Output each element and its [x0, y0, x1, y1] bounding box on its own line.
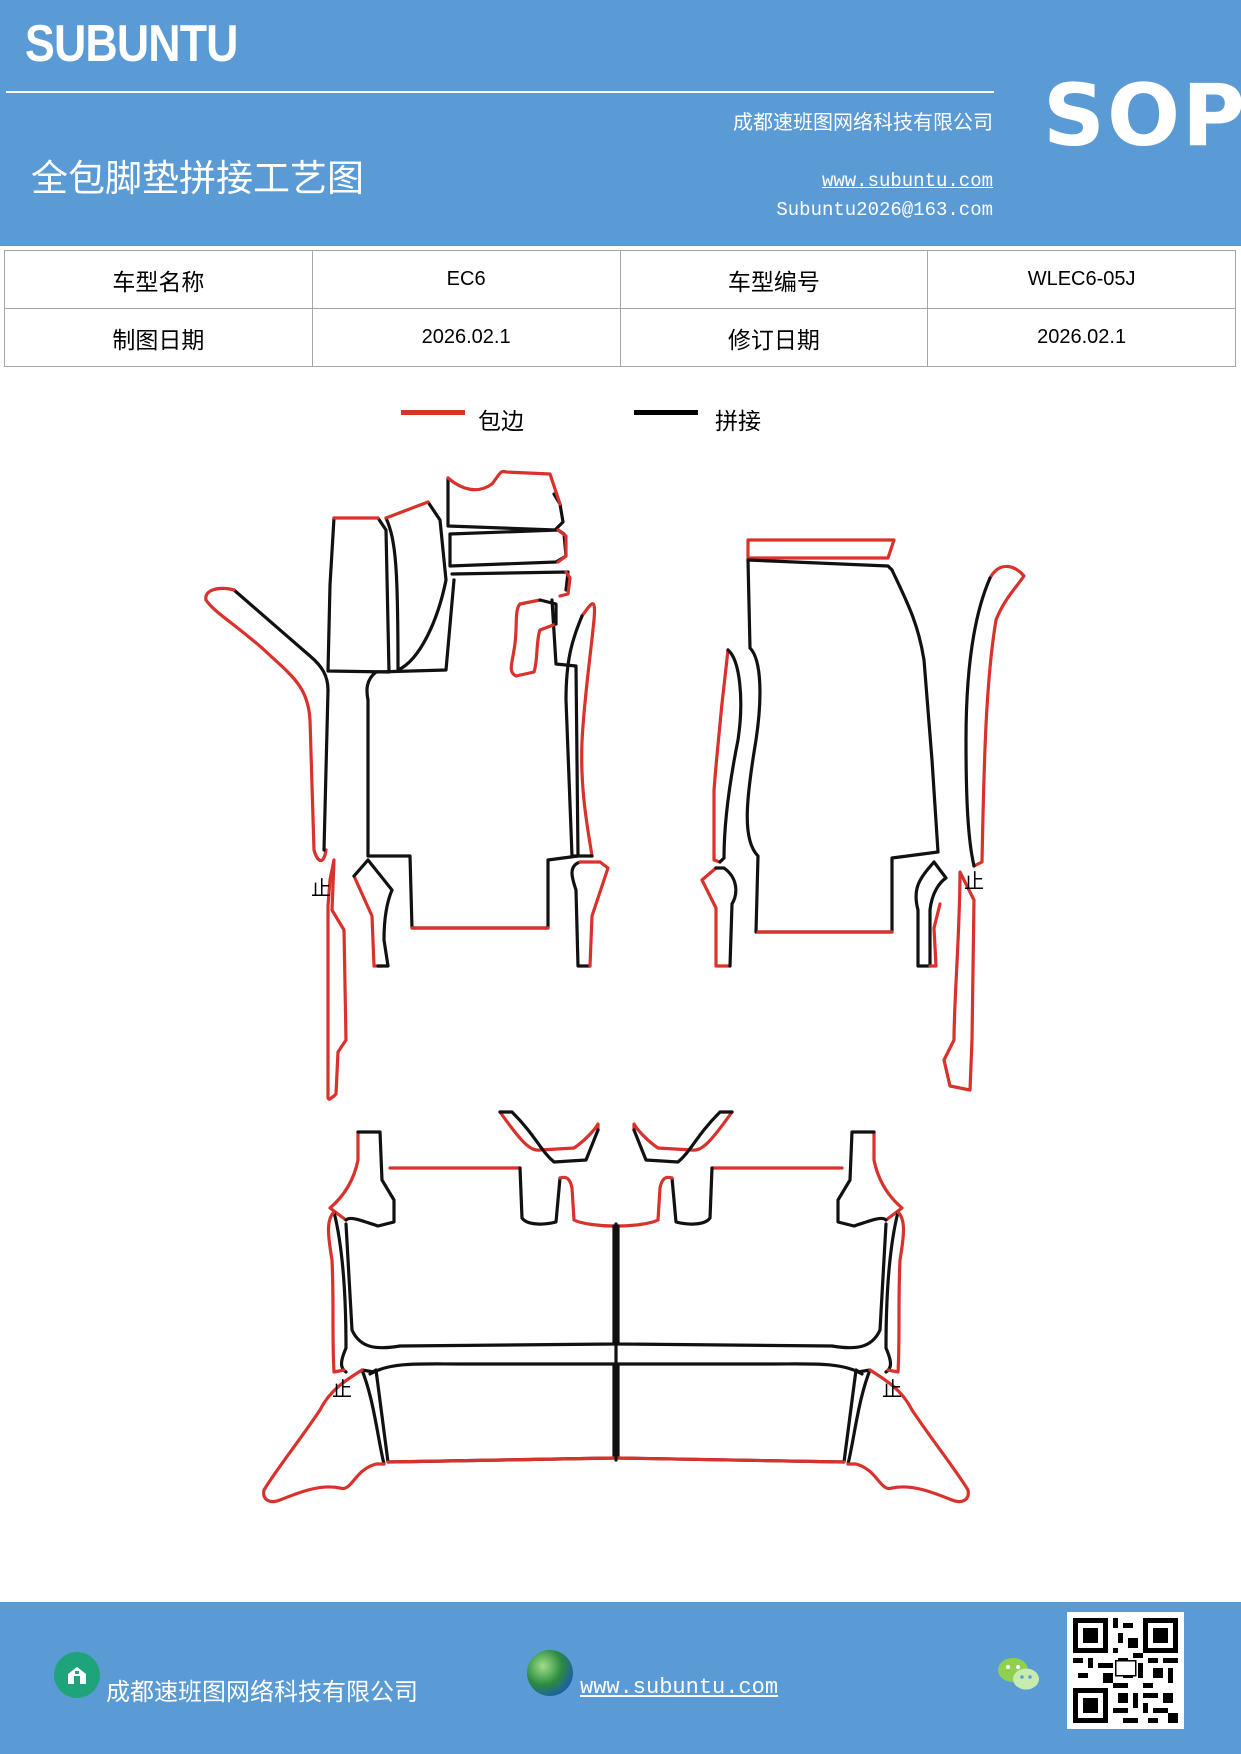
vehicle-info-table: 车型名称 EC6 车型编号 WLEC6-05J 制图日期 2026.02.1 修…: [4, 250, 1236, 367]
building-icon: [54, 1652, 100, 1698]
mat-seam: [232, 588, 330, 692]
company-name: 成都速班图网络科技有限公司: [733, 110, 993, 134]
qr-code: [1067, 1612, 1184, 1729]
front-left-mat-group: 止: [204, 469, 610, 1101]
legend-swatch-seam: [634, 410, 698, 415]
mat-seam: [714, 866, 738, 968]
footer-company-name: 成都速班图网络科技有限公司: [106, 1678, 418, 1706]
brand-logo: SUBUNTU: [25, 15, 238, 73]
mat-edge: [204, 586, 328, 863]
mat-seam: [884, 1210, 900, 1374]
mat-edge: [352, 874, 384, 968]
mat-piece: [365, 578, 580, 930]
mat-edge: [872, 1130, 904, 1222]
mat-seam: [846, 1368, 872, 1466]
mat-edge: [326, 1210, 346, 1374]
mat-seam: [914, 860, 948, 968]
mat-seam: [632, 1110, 734, 1164]
mat-seam: [836, 1130, 888, 1228]
legend: 包边 拼接: [0, 400, 1241, 440]
table-cell-value: 2026.02.1: [927, 308, 1236, 367]
wechat-icon: [996, 1654, 1042, 1694]
mat-edge: [556, 528, 568, 564]
mat-piece: [384, 500, 448, 672]
mat-edge: [328, 1130, 360, 1222]
mat-edge: [262, 1368, 386, 1504]
legend-label-edge: 包边: [478, 409, 524, 435]
footer-banner: 成都速班图网络科技有限公司 www.subuntu.com: [0, 1602, 1241, 1754]
mat-edge: [632, 1110, 734, 1152]
rear-mat-group: 止 止: [262, 1110, 970, 1504]
stop-mark: 止: [964, 869, 984, 893]
stop-mark: 止: [332, 1377, 352, 1401]
mat-seam: [964, 576, 992, 868]
mat-seam: [518, 1166, 562, 1226]
table-cell-value: WLEC6-05J: [927, 250, 1236, 309]
mat-piece: [448, 528, 568, 568]
legend-swatch-edge: [401, 410, 465, 415]
globe-icon: [527, 1650, 573, 1696]
footer-website-link[interactable]: www.subuntu.com: [580, 1675, 779, 1700]
mat-seam: [538, 598, 558, 626]
mat-seam: [360, 1368, 386, 1466]
table-cell-value: EC6: [311, 250, 621, 309]
mat-piece: [446, 476, 565, 532]
page-title: 全包脚垫拼接工艺图: [31, 157, 364, 200]
mat-edge: [326, 858, 348, 1101]
mat-seam: [344, 1130, 396, 1228]
mat-seam: [498, 1110, 600, 1164]
mat-edge: [578, 860, 610, 968]
mat-edge: [886, 1210, 906, 1374]
mat-edge: [846, 1368, 970, 1504]
mat-seam: [670, 1166, 714, 1226]
mat-edge: [928, 902, 942, 968]
table-row: 车型名称 EC6 车型编号 WLEC6-05J: [4, 250, 1236, 309]
mat-seam: [332, 1210, 348, 1374]
stop-mark: 止: [882, 1377, 902, 1401]
legend-label-seam: 拼接: [715, 409, 761, 435]
mat-piece: [616, 1222, 888, 1350]
mat-edge: [558, 570, 572, 598]
mat-piece: [344, 1222, 616, 1350]
mat-edge: [498, 1110, 600, 1152]
mat-edge: [972, 564, 1026, 868]
mat-piece: [616, 1362, 864, 1464]
header-banner: SUBUNTU 成都速班图网络科技有限公司 全包脚垫拼接工艺图 www.subu…: [0, 0, 1241, 246]
mat-edge: [558, 1175, 616, 1228]
table-cell-label: 车型名称: [4, 250, 313, 309]
front-right-mat-group: 止: [700, 538, 1026, 1092]
mat-seam: [746, 558, 894, 572]
mat-edge: [386, 1456, 616, 1464]
table-cell-label: 修订日期: [619, 308, 929, 367]
table-cell-value: 2026.02.1: [311, 308, 621, 367]
mat-piece: [450, 570, 570, 592]
table-cell-label: 车型编号: [619, 250, 929, 309]
mat-edge: [384, 500, 430, 520]
mat-piece: [368, 1362, 616, 1464]
email-address: Subuntu2026@163.com: [776, 199, 993, 221]
mat-piece: [326, 516, 391, 674]
mat-edge: [700, 866, 732, 968]
mat-piece: [745, 558, 940, 934]
header-divider: [6, 91, 994, 93]
website-link[interactable]: www.subuntu.com: [821, 170, 993, 192]
table-row: 制图日期 2026.02.1 修订日期 2026.02.1: [4, 308, 1236, 367]
mat-seam: [718, 648, 743, 864]
table-cell-label: 制图日期: [4, 308, 313, 367]
mat-edge: [580, 602, 597, 858]
mat-seam: [322, 688, 330, 852]
mat-edge: [509, 598, 558, 678]
mat-edge: [712, 648, 730, 864]
mat-edge: [616, 1175, 674, 1228]
sop-badge: SOP: [1043, 66, 1241, 166]
stop-mark: 止: [311, 876, 331, 900]
mat-seam: [564, 614, 594, 858]
mat-edge: [942, 870, 976, 1092]
mat-seam: [570, 860, 592, 968]
mat-edge: [616, 1456, 846, 1464]
mat-seam: [352, 858, 394, 968]
mat-edge: [746, 538, 896, 560]
mat-edge: [446, 469, 562, 506]
